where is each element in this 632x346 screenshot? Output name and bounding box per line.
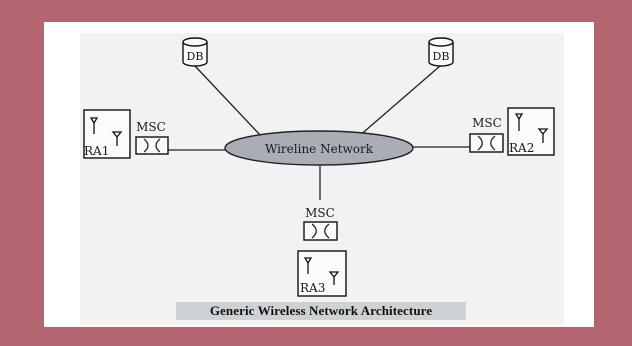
wireline-network-label: Wireline Network (265, 142, 374, 156)
ra-left-label: RA1 (84, 144, 109, 158)
msc-left-node: MSC (135, 120, 169, 155)
ra-right-label: RA2 (509, 141, 534, 155)
link-db-right (357, 65, 441, 138)
msc-right-node: MSC (469, 116, 504, 153)
ra-right-node: RA2 (507, 107, 555, 156)
antenna-icon (111, 131, 123, 146)
msc-left-label: MSC (136, 120, 166, 134)
figure-caption: Generic Wireless Network Architecture (176, 302, 466, 320)
switch-icon (311, 223, 330, 239)
link-db-left (194, 65, 263, 138)
msc-right-label: MSC (472, 116, 502, 130)
db-left-node: DB (182, 37, 208, 67)
db-left-label: DB (187, 50, 204, 63)
ra-bottom-node: RA3 (297, 250, 347, 297)
db-right-node: DB (428, 37, 454, 67)
antenna-icon (89, 117, 99, 134)
switch-icon (477, 135, 496, 151)
msc-bottom-node: MSC (303, 206, 338, 241)
wireline-network-node: Wireline Network (224, 130, 414, 166)
antenna-icon (303, 257, 313, 274)
ra-bottom-label: RA3 (300, 281, 325, 295)
msc-bottom-label: MSC (305, 206, 335, 220)
antenna-icon (328, 271, 340, 285)
ra-left-node: RA1 (83, 109, 131, 159)
switch-icon (143, 138, 161, 153)
db-right-label: DB (433, 50, 450, 63)
antenna-icon (514, 113, 524, 131)
antenna-icon (537, 128, 549, 143)
